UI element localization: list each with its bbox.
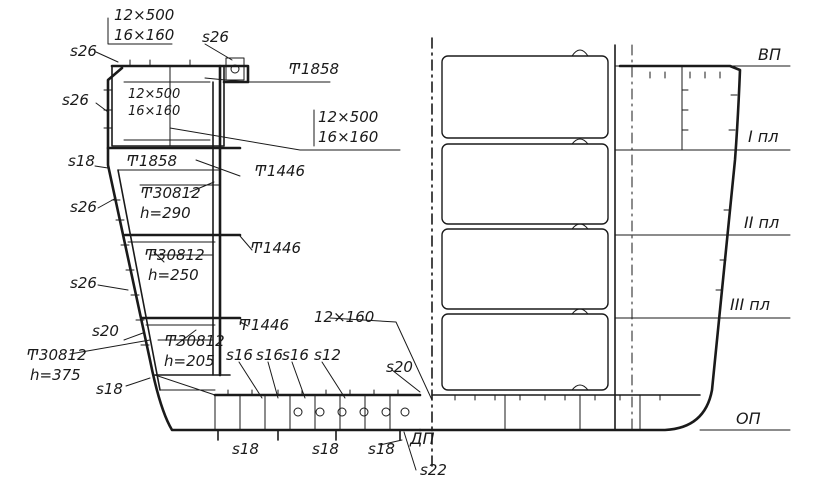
label-s20-side: s20 (92, 322, 119, 340)
label-t30812-c: Ͳ30812 (164, 332, 225, 350)
hull-structure-left (103, 57, 434, 441)
box-internal (123, 65, 211, 147)
label-s16-a: s16 (226, 346, 253, 364)
label-s18-a: s18 (232, 440, 259, 458)
label-s16-c: s16 (282, 346, 309, 364)
label-plate-keel: 12×160 (314, 308, 374, 326)
coaming-fitting (225, 57, 245, 81)
bracket-2 (127, 241, 216, 256)
label-t30812-d: Ͳ30812 (26, 346, 87, 364)
label-plate-top-a: 12×500 (114, 6, 174, 24)
coaming-fitting-hole (230, 64, 240, 74)
label-pl3: III пл (730, 295, 770, 314)
coaming-ticks (103, 59, 191, 129)
inner-bottom-stiffeners (227, 389, 399, 396)
bracket-3 (145, 324, 216, 341)
tank-1 (441, 55, 609, 139)
outer-shell-right (430, 64, 742, 432)
hull-outline-right (430, 37, 791, 471)
label-s26-topleft: s26 (70, 42, 97, 60)
label-t30812-a: Ͳ30812 (140, 184, 201, 202)
shell-ticks-right (715, 94, 738, 291)
label-pl1: I пл (748, 127, 779, 146)
labels: 12×500 16×160 s26 s26 Ͳ1858 s26 12×500 1… (26, 6, 781, 479)
label-s18-c: s18 (368, 440, 395, 458)
coaming-top (110, 64, 250, 84)
label-h205: h=205 (164, 352, 215, 370)
label-s26-low: s26 (70, 274, 97, 292)
bilge-bracket (154, 374, 216, 396)
label-s18-side: s18 (68, 152, 95, 170)
label-s16-b: s16 (256, 346, 283, 364)
floor-ticks-right (454, 394, 661, 401)
tank-2 (441, 143, 609, 225)
bottom-marks (217, 429, 401, 441)
side-stiffeners (111, 199, 150, 346)
leader-lines (69, 17, 433, 471)
label-plate-top-b: 16×160 (114, 26, 174, 44)
lightening-holes (293, 407, 410, 417)
floors-right (504, 394, 641, 431)
tank-4 (441, 313, 609, 391)
label-h290: h=290 (140, 204, 191, 222)
label-vp: ВП (758, 45, 781, 64)
label-dp: ДП (409, 429, 435, 448)
label-inner-b: 16×160 (128, 104, 180, 119)
label-t1446-b: Ͳ1446 (250, 239, 301, 257)
label-s20-bottom: s20 (386, 358, 413, 376)
tank-supports (571, 49, 589, 391)
label-op: ОП (736, 409, 761, 428)
label-s26-mid: s26 (70, 198, 97, 216)
label-plate-mid-b: 16×160 (318, 128, 378, 146)
label-t1446-a: Ͳ1446 (254, 162, 305, 180)
double-bottom-floors (214, 394, 391, 431)
bracket-1 (117, 169, 221, 186)
label-s26-topright: s26 (202, 28, 229, 46)
label-t1858-top: Ͳ1858 (288, 60, 339, 78)
outer-shell (106, 66, 422, 432)
label-t30812-b: Ͳ30812 (144, 246, 205, 264)
label-t1446-c: Ͳ1446 (238, 316, 289, 334)
label-inner-a: 12×500 (128, 87, 180, 102)
label-s26-upper: s26 (62, 91, 89, 109)
label-t1858-deck: Ͳ1858 (126, 152, 177, 170)
deck-ticks-right (649, 71, 721, 131)
label-s18-bilge: s18 (96, 380, 123, 398)
label-s12: s12 (314, 346, 341, 364)
label-h375: h=375 (30, 366, 81, 384)
tank-3 (441, 228, 609, 310)
label-h250: h=250 (148, 266, 199, 284)
inner-slope (117, 169, 161, 391)
label-plate-mid-a: 12×500 (318, 108, 378, 126)
label-s18-b: s18 (312, 440, 339, 458)
label-pl2: II пл (744, 213, 779, 232)
label-s22: s22 (420, 461, 447, 479)
